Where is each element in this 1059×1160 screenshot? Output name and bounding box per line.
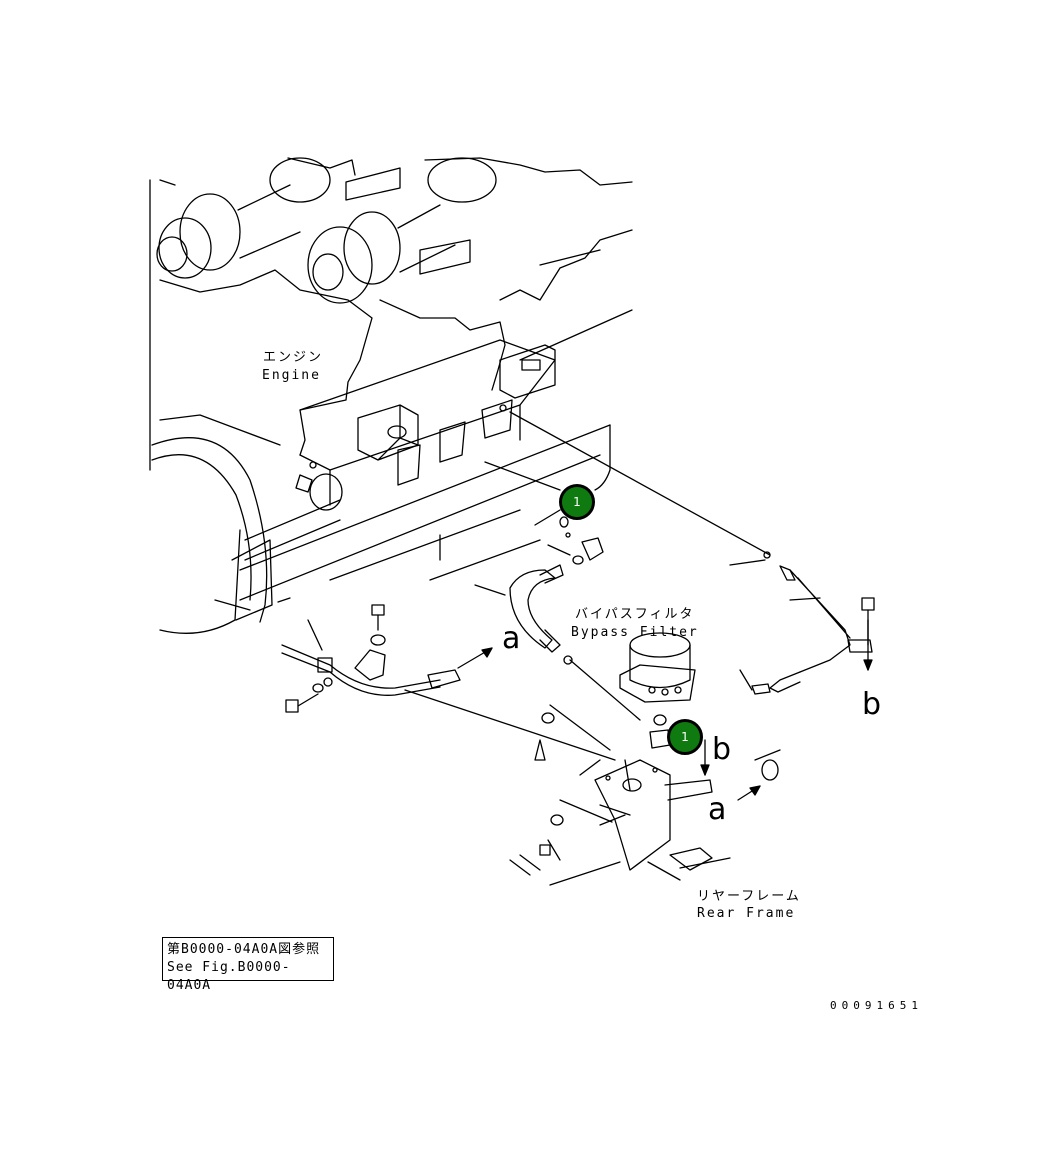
reference-line-en: See Fig.B0000-04A0A [167,960,291,993]
filter-bracket [509,712,731,876]
arrow-label-b-right: b [862,687,882,722]
flow-arrows [457,619,873,801]
document-number: 00091651 [830,999,923,1012]
part-callout-1-upper[interactable]: 1 [559,484,595,520]
hose-right [751,551,875,695]
engine-label-en: Engine [262,368,321,383]
hose-lower-left [281,604,461,713]
rear-frame-label-en: Rear Frame [697,906,796,921]
leader-lines [277,411,821,886]
arrow-label-b-center: b [712,732,732,767]
engine-block [149,157,633,634]
hose-upper [509,516,604,665]
part-callout-1-lower[interactable]: 1 [667,719,703,755]
bypass-filter-label-jp: バイパスフィルタ [575,607,695,622]
arrow-label-a-upper: a [502,621,521,656]
reference-line-jp: 第B0000-04A0A図参照 [167,942,321,957]
figure-reference-box: 第B0000-04A0A図参照 See Fig.B0000-04A0A [162,937,334,993]
engine-label-jp: エンジン [263,350,324,365]
bypass-filter-label-en: Bypass Filter [571,625,699,640]
bypass-filter [619,632,696,749]
arrow-label-a-lower: a [708,792,727,827]
rear-frame-label-jp: リヤーフレーム [697,889,801,904]
